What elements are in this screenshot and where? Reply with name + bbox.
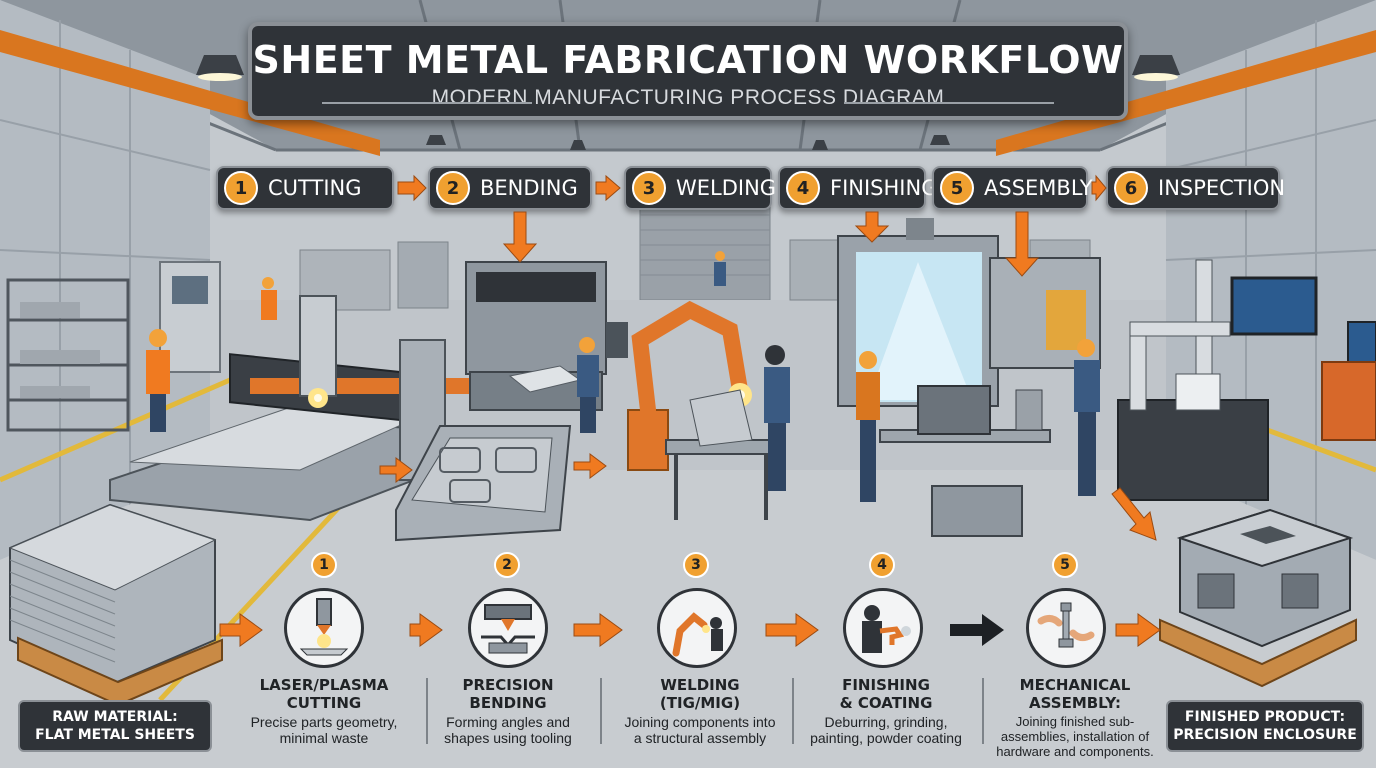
step-pill-cutting: 1 CUTTING	[216, 166, 394, 210]
step-label: INSPECTION	[1158, 176, 1286, 200]
raw-material-line1: RAW MATERIAL:	[52, 709, 178, 725]
stage-number: 2	[494, 552, 520, 578]
step-number: 2	[436, 171, 470, 205]
step-label: WELDING	[676, 176, 777, 200]
stage-4-title: FINISHING& COATING	[839, 676, 933, 712]
step-pill-finishing: 4 FINISHING	[778, 166, 937, 210]
step-pill-bending: 2 BENDING	[428, 166, 592, 210]
subtitle-rule-right	[844, 102, 1054, 104]
bolt-assembly-icon	[1026, 588, 1106, 668]
step-number: 1	[224, 171, 258, 205]
stage-5-description: Joining finished sub-assemblies, install…	[996, 714, 1154, 759]
divider	[600, 678, 602, 744]
step-pill-assembly: 5 ASSEMBLY	[932, 166, 1093, 210]
laser-cutting-icon	[284, 588, 364, 668]
divider	[792, 678, 794, 744]
stage-3-title: WELDING(TIG/MIG)	[659, 676, 741, 712]
step-number: 4	[786, 171, 820, 205]
step-pill-welding: 3 WELDING	[624, 166, 776, 210]
stage-1-description: Precise parts geometry,minimal waste	[250, 714, 398, 746]
step-label: ASSEMBLY	[984, 176, 1093, 200]
step-pill-inspection: 6 INSPECTION	[1106, 166, 1285, 210]
raw-material-label: RAW MATERIAL: FLAT METAL SHEETS	[18, 700, 212, 752]
workers-group	[146, 251, 1100, 502]
divider	[982, 678, 984, 744]
step-label: CUTTING	[268, 176, 362, 200]
finished-product-line2: PRECISION ENCLOSURE	[1173, 727, 1357, 743]
welding-robot-icon	[657, 588, 737, 668]
step-number: 5	[940, 171, 974, 205]
stage-number: 4	[869, 552, 895, 578]
main-title: SHEET METAL FABRICATION WORKFLOW	[252, 38, 1124, 82]
raw-material-line2: FLAT METAL SHEETS	[35, 727, 195, 743]
spray-painting-icon	[843, 588, 923, 668]
divider	[426, 678, 428, 744]
subtitle: MODERN MANUFACTURING PROCESS DIAGRAM	[431, 86, 945, 109]
finished-product-label: FINISHED PRODUCT: PRECISION ENCLOSURE	[1166, 700, 1364, 752]
stage-number: 1	[311, 552, 337, 578]
finished-product-line1: FINISHED PRODUCT:	[1184, 709, 1346, 725]
stage-number: 3	[683, 552, 709, 578]
step-number: 6	[1114, 171, 1148, 205]
step-number: 3	[632, 171, 666, 205]
step-label: FINISHING	[830, 176, 938, 200]
stage-number: 5	[1052, 552, 1078, 578]
title-banner: SHEET METAL FABRICATION WORKFLOW MODERN …	[248, 22, 1128, 120]
subtitle-rule-left	[322, 102, 532, 104]
step-label: BENDING	[480, 176, 578, 200]
press-brake-icon	[468, 588, 548, 668]
stage-4-description: Deburring, grinding,painting, powder coa…	[810, 714, 962, 746]
